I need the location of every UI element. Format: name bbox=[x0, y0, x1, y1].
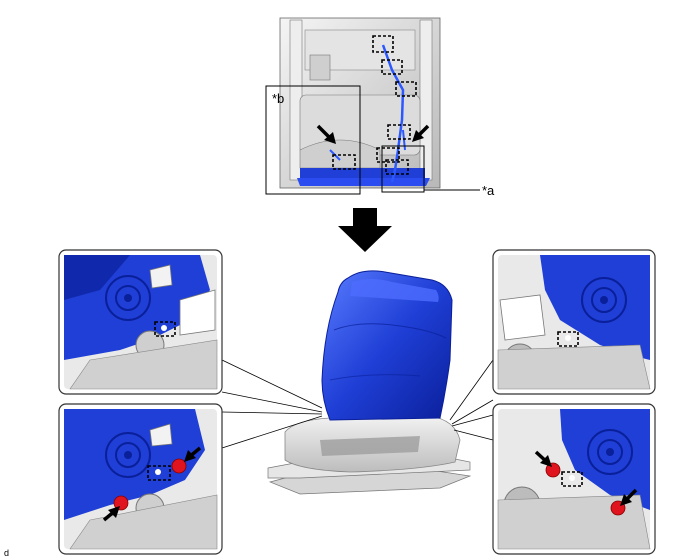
figure-reference: d bbox=[4, 548, 10, 558]
callout-label-a: *a bbox=[482, 183, 495, 198]
detail-panel-right-lower bbox=[492, 403, 656, 555]
callout-label-b: *b bbox=[272, 91, 285, 106]
seat-assembly-illustration bbox=[221, 270, 494, 495]
seat-back-rear-view bbox=[265, 17, 480, 195]
detail-panel-right-upper bbox=[492, 249, 656, 395]
down-arrow-icon bbox=[338, 208, 392, 252]
detail-panel-left-upper bbox=[58, 249, 223, 395]
detail-panel-left-lower bbox=[58, 403, 223, 555]
